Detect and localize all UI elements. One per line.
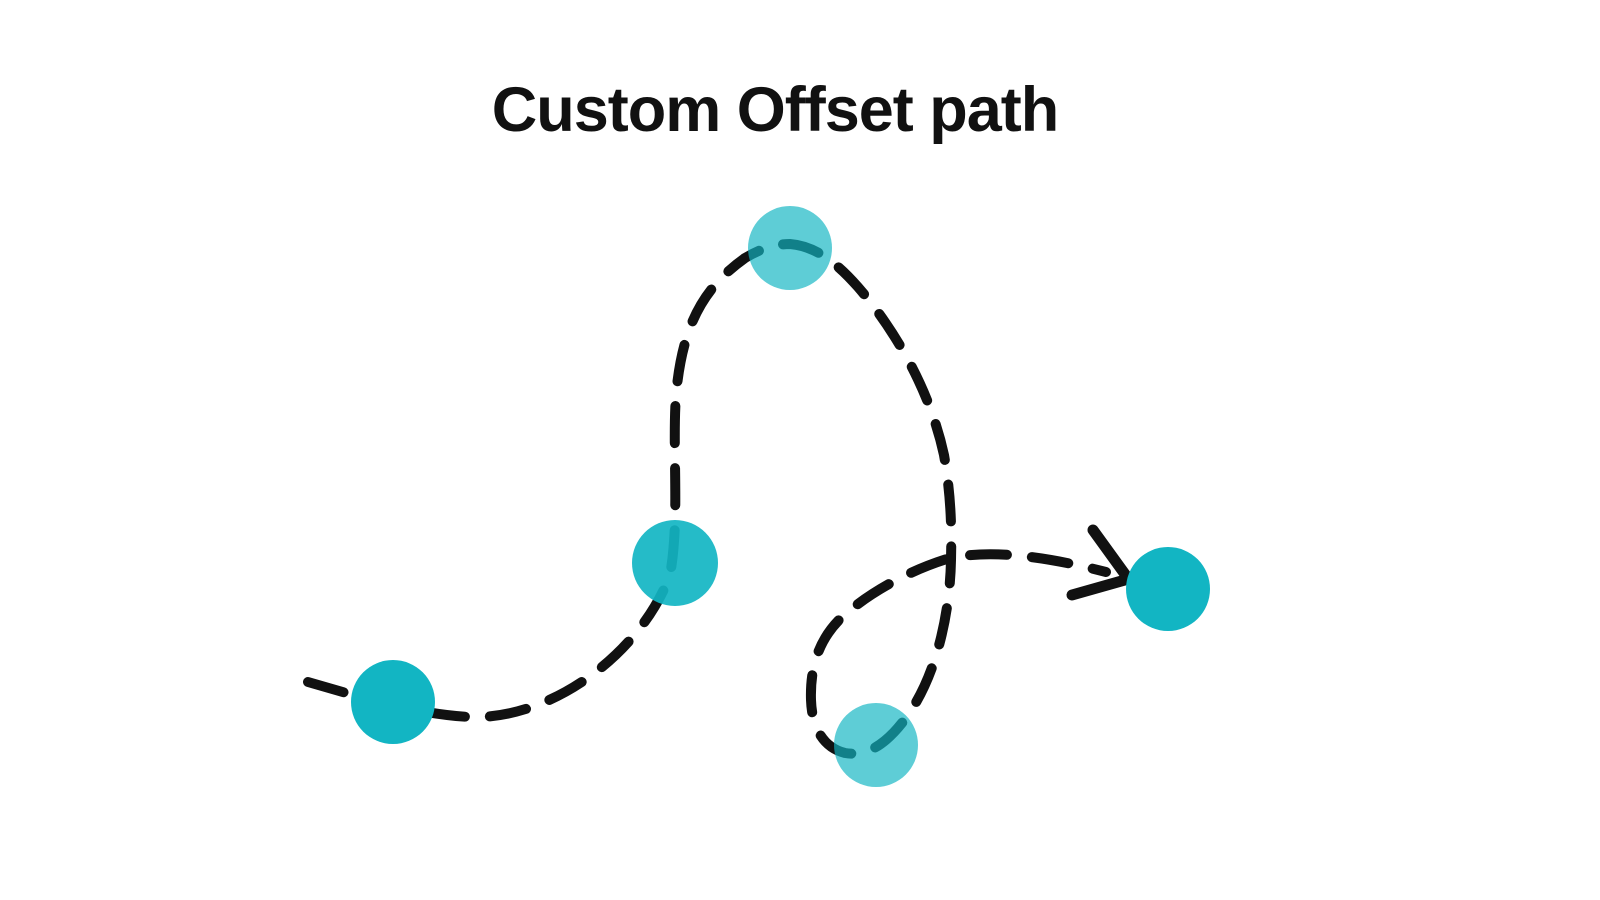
arrowhead-upper-barb [1087,524,1133,583]
path-point-end [1126,547,1210,631]
path-point-2 [632,520,718,606]
motion-path-dashed-line [303,238,1111,759]
path-point-4-loop [834,703,918,787]
path-point-start [351,660,435,744]
page-title: Custom Offset path [491,75,1060,145]
path-point-3-top [748,206,832,290]
arrowhead-icon [1066,524,1133,601]
arrowhead-lower-barb [1066,574,1131,601]
